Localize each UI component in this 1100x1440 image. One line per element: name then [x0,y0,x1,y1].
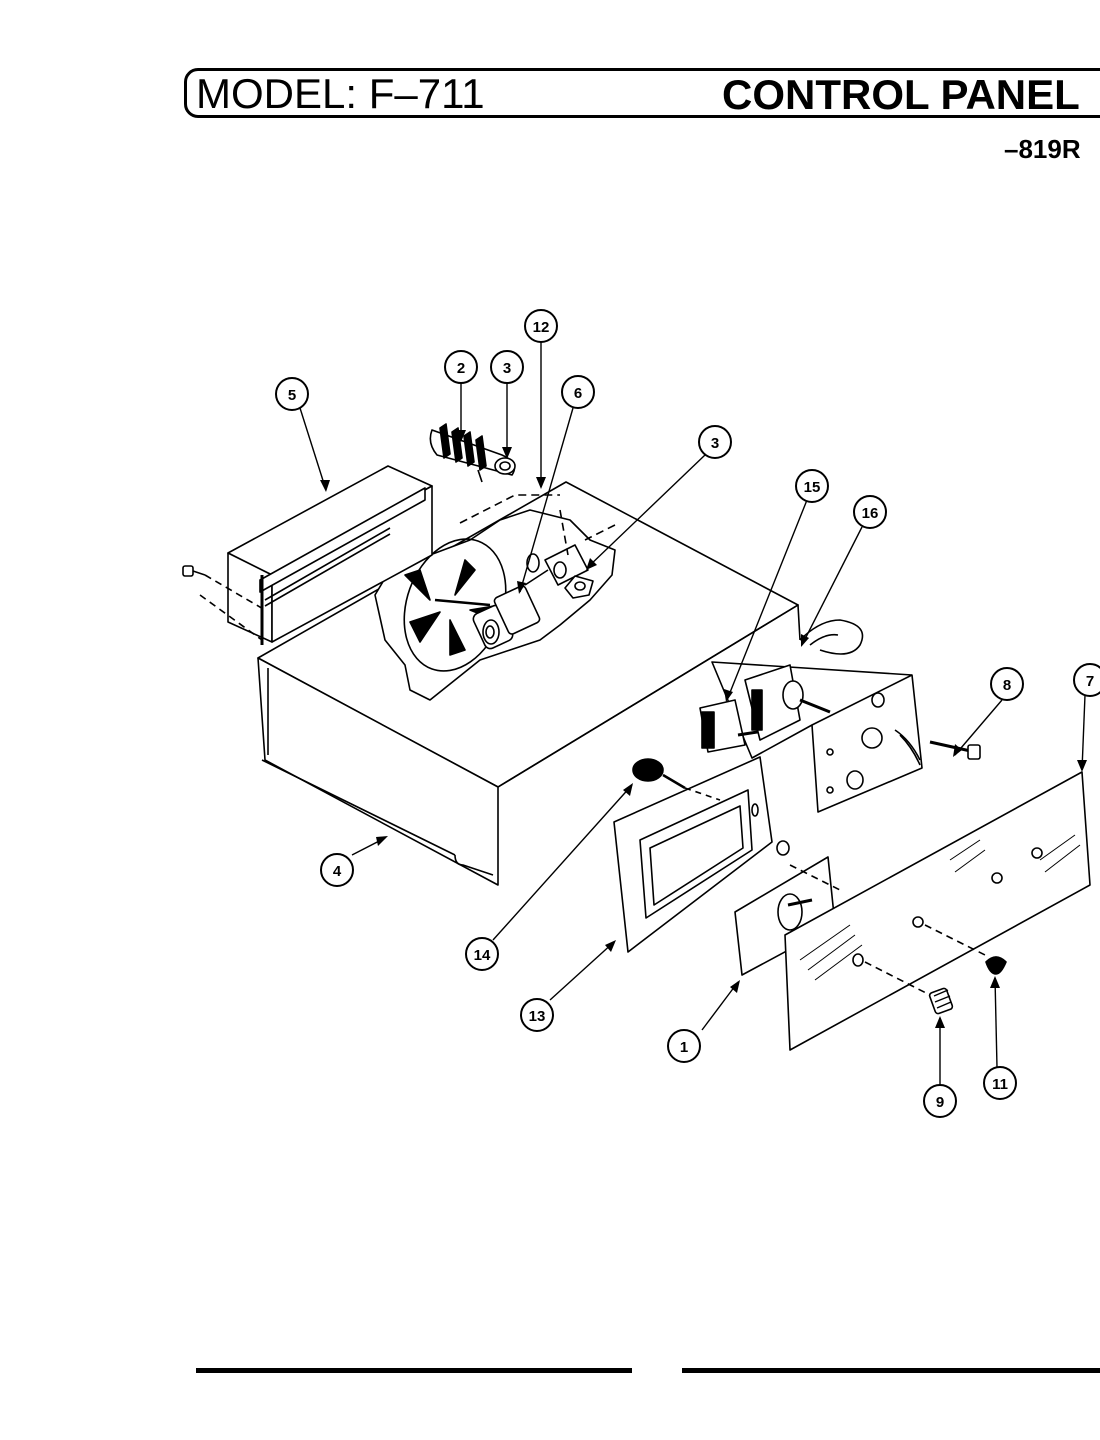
svg-text:15: 15 [804,479,821,496]
footer-rule-left [196,1368,632,1373]
callout-8: 8 [990,667,1024,701]
svg-text:7: 7 [1086,673,1094,690]
svg-text:1: 1 [680,1039,688,1056]
svg-text:3: 3 [711,435,719,452]
callout-3a: 3 [490,350,524,384]
svg-text:16: 16 [862,505,879,522]
callout-3b: 3 [698,425,732,459]
header-frame [184,68,1100,118]
panel-bolt [929,740,981,760]
duct-screw [182,565,206,577]
callout-14: 14 [465,937,499,971]
air-duct [227,465,433,645]
callout-12: 12 [524,309,558,343]
svg-text:9: 9 [936,1094,944,1111]
timer-knob [632,758,721,801]
blower-motor [472,569,549,650]
selector-switch [699,699,771,753]
model-suffix: –819R [1004,134,1081,164]
callout-7: 7 [1073,663,1100,697]
thermostat-control [744,619,864,741]
svg-text:14: 14 [474,947,491,964]
svg-text:3: 3 [503,360,511,377]
svg-text:13: 13 [529,1008,546,1025]
svg-text:2: 2 [457,360,465,377]
callout-16: 16 [853,495,887,529]
callout-11: 11 [983,1066,1017,1100]
callout-15: 15 [795,469,829,503]
footer-rule-right [682,1368,1100,1373]
section-title: CONTROL PANEL [722,71,1080,118]
callout-5: 5 [275,377,309,411]
capillary-wire [894,729,921,766]
model-title: MODEL: F–711 [196,70,485,117]
knob-insert-9 [928,987,954,1015]
svg-text:6: 6 [574,385,582,402]
callout-6: 6 [561,375,595,409]
knob-11 [985,956,1007,975]
leader-arrowheads [320,430,1087,1028]
mounting-outline [459,494,616,556]
callout-2: 2 [444,350,478,384]
callout-1: 1 [667,1029,701,1063]
sensor-assembly [429,423,516,483]
front-glass-panel [784,771,1091,1051]
callout-13: 13 [520,998,554,1032]
svg-text:4: 4 [333,863,342,880]
svg-text:12: 12 [533,319,550,336]
motor-bracket [526,544,594,599]
svg-text:8: 8 [1003,677,1011,694]
callout-9: 9 [923,1084,957,1118]
callout-4: 4 [320,853,354,887]
svg-text:5: 5 [288,387,296,404]
inner-panel [613,756,790,953]
svg-text:11: 11 [992,1076,1008,1093]
